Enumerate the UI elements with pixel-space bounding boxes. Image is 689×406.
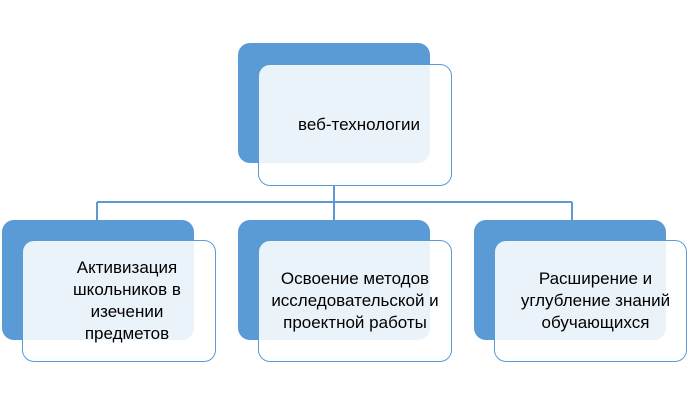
child-node-3-label: Расширение и углубление знаний обучающих… bbox=[520, 269, 671, 332]
root-node-card: веб-технологии bbox=[258, 64, 452, 186]
child-node-3-card: Расширение и углубление знаний обучающих… bbox=[494, 240, 687, 362]
child-node-1-card: Активизация школьников в изечении предме… bbox=[22, 240, 216, 362]
root-node-label: веб-технологии bbox=[298, 115, 420, 134]
child-node-2-label: Освоение методов исследовательской и про… bbox=[271, 269, 439, 332]
child-node-2-card: Освоение методов исследовательской и про… bbox=[258, 240, 452, 362]
child-node-1-label: Активизация школьников в изечении предме… bbox=[73, 258, 181, 343]
